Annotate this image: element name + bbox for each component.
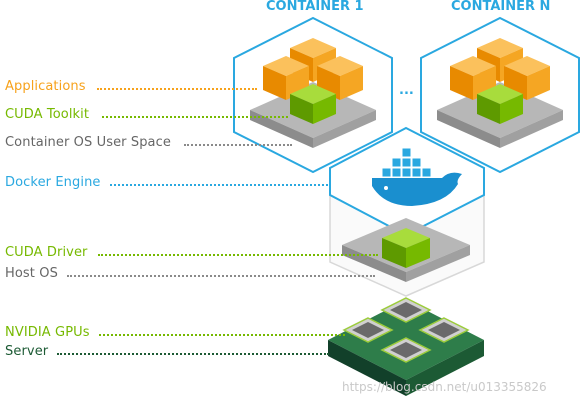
- watermark: https://blog.csdn.net/u013355826: [342, 380, 547, 394]
- container-n-title: CONTAINER N: [451, 0, 551, 14]
- container-1-cuda-toolkit-cube: [290, 84, 336, 124]
- gpu-chip: [418, 317, 470, 343]
- label-server: Server: [5, 344, 49, 359]
- container-1-apps: [263, 38, 363, 100]
- label-cuda-toolkit: CUDA Toolkit: [5, 107, 90, 122]
- gpu-chip: [342, 317, 394, 343]
- docker-whale-icon: [372, 147, 462, 206]
- leader-cuda-toolkit: [102, 116, 288, 118]
- leader-applications: [97, 88, 257, 90]
- container-n-apps: [450, 38, 550, 100]
- container-1-title: CONTAINER 1: [266, 0, 364, 14]
- label-nvidia-gpus: NVIDIA GPUs: [5, 325, 90, 340]
- gpu-chip-icon: [342, 297, 470, 363]
- leader-container-os: [184, 144, 292, 146]
- leader-docker-engine: [110, 184, 328, 186]
- container-ellipsis: ...: [399, 83, 414, 98]
- label-docker-engine: Docker Engine: [5, 175, 101, 190]
- leader-host-os: [67, 275, 375, 277]
- leader-server: [57, 353, 329, 355]
- cuda-driver-cube: [382, 228, 430, 268]
- container-n-cuda-toolkit-cube: [477, 84, 523, 124]
- docker-engine-layer: [329, 126, 485, 237]
- container-n: [420, 16, 580, 174]
- label-applications: Applications: [5, 79, 86, 94]
- container-1: [233, 16, 393, 174]
- label-cuda-driver: CUDA Driver: [5, 245, 88, 260]
- label-container-os: Container OS User Space: [5, 135, 171, 150]
- gpu-chip: [380, 297, 432, 323]
- leader-nvidia-gpus: [99, 334, 345, 336]
- leader-cuda-driver: [98, 254, 378, 256]
- gpu-chip: [380, 337, 432, 363]
- label-host-os: Host OS: [5, 266, 58, 281]
